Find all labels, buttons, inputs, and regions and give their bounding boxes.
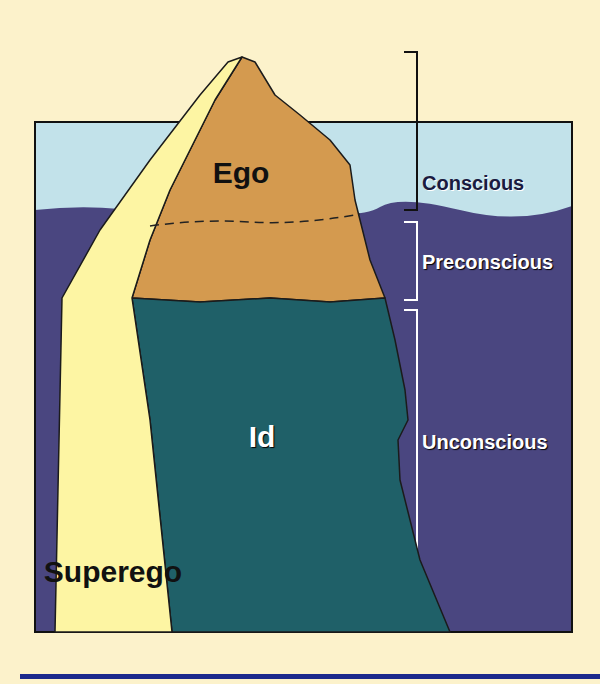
superego-region: Superego <box>53 55 244 634</box>
bottom-rule <box>20 674 600 679</box>
waterline-dash <box>150 214 360 226</box>
bracket <box>404 52 417 210</box>
region-shape <box>55 57 242 632</box>
region-label: Id <box>249 420 276 455</box>
region-outline <box>53 55 244 634</box>
level-label: Preconscious <box>422 251 553 274</box>
region-label: Superego <box>44 555 182 590</box>
level-label: Unconscious <box>422 431 548 454</box>
bracket <box>404 222 417 300</box>
region-label: Ego <box>213 156 270 191</box>
level-label: Conscious <box>422 172 524 195</box>
